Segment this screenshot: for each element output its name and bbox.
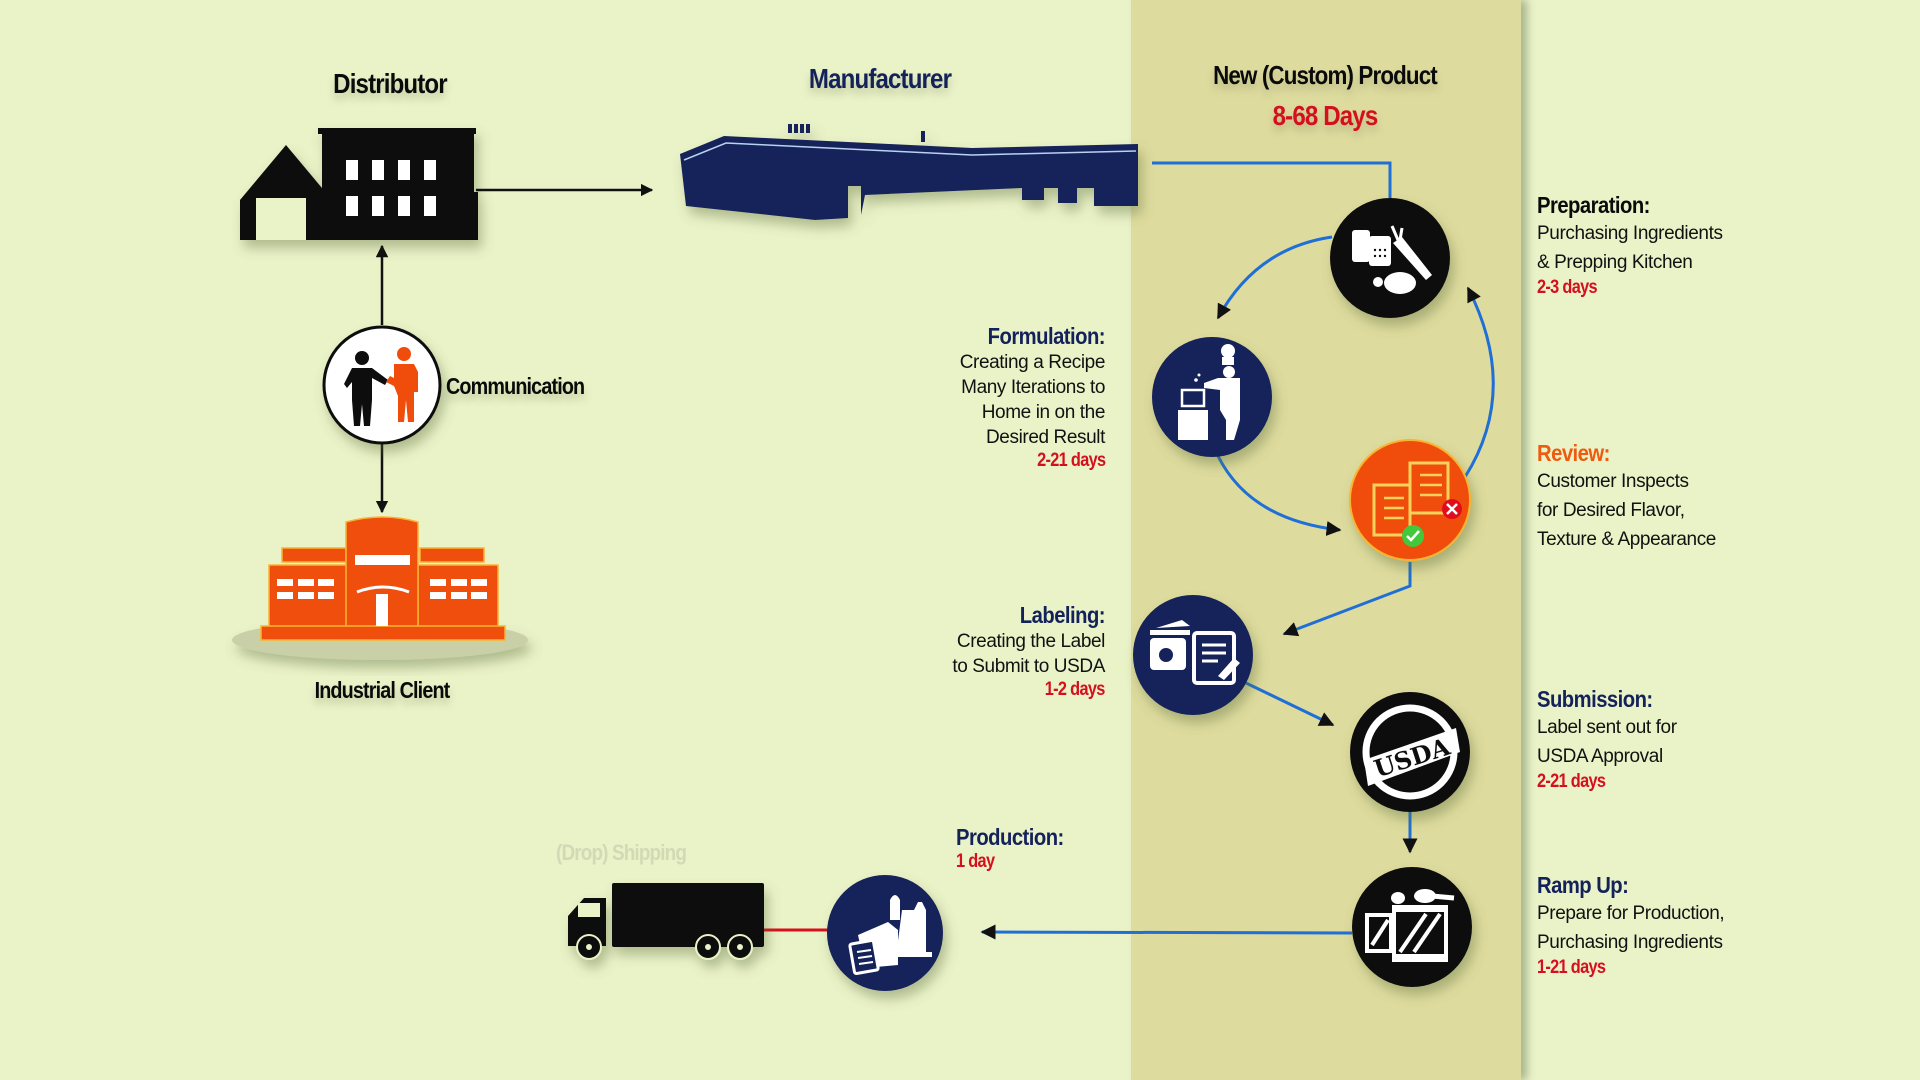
- production-icon: [827, 875, 943, 991]
- usda-stamp-icon: USDA: [1350, 692, 1470, 812]
- ramp-up-title: Ramp Up:: [1537, 872, 1629, 898]
- manufacturer-building-icon: [680, 124, 1138, 220]
- formulation-line-1: Creating a Recipe: [959, 352, 1106, 373]
- labeling-title: Labeling:: [1019, 602, 1106, 628]
- review-line-3: Texture & Appearance: [1537, 529, 1716, 550]
- communication-label: Communication: [446, 373, 585, 399]
- review-title: Review:: [1537, 440, 1610, 466]
- chef-cooking-icon: [1152, 337, 1272, 457]
- production-days: 1 day: [956, 851, 995, 872]
- labeling-line-1: Creating the Label: [956, 631, 1105, 652]
- preparation-step: Preparation: Purchasing Ingredients & Pr…: [1537, 192, 1723, 299]
- formulation-to-review-arrow: [1216, 455, 1342, 536]
- shipping-label: (Drop) Shipping: [556, 840, 687, 865]
- formulation-line-4: Desired Result: [985, 427, 1105, 448]
- crates-icon: [1352, 867, 1472, 987]
- labeling-to-submission-arrow: [1245, 681, 1335, 727]
- formulation-line-3: Home in on the: [981, 402, 1106, 423]
- review-step: Review: Customer Inspects for Desired Fl…: [1537, 440, 1716, 554]
- formulation-title: Formulation:: [987, 323, 1106, 349]
- review-line-1: Customer Inspects: [1537, 471, 1689, 492]
- labeling-step: Labeling: Creating the Label to Submit t…: [905, 602, 1105, 701]
- process-total-days: 8-68 Days: [1272, 100, 1379, 131]
- submission-title: Submission:: [1537, 686, 1653, 712]
- preparation-line-2: & Prepping Kitchen: [1537, 252, 1693, 273]
- production-step: Production: 1 day: [956, 824, 1078, 873]
- ramp-up-line-2: Purchasing Ingredients: [1537, 932, 1723, 953]
- scale-label-icon: [1133, 595, 1253, 715]
- labeling-days: 1-2 days: [1045, 679, 1106, 700]
- review-to-preparation-arrow: [1463, 286, 1495, 478]
- clipboard-review-icon: [1349, 439, 1471, 561]
- handshake-icon: [322, 325, 442, 445]
- manufacturer-to-process-line: [1152, 161, 1392, 198]
- submission-days: 2-21 days: [1537, 771, 1606, 792]
- preparation-to-formulation-arrow: [1216, 235, 1333, 320]
- preparation-days: 2-3 days: [1537, 277, 1598, 298]
- truck-icon: [568, 883, 764, 960]
- production-title: Production:: [956, 824, 1064, 850]
- submission-line-2: USDA Approval: [1537, 746, 1663, 767]
- industrial-client-building-icon: [232, 516, 528, 660]
- review-to-labeling-arrow: [1282, 562, 1412, 637]
- review-line-2: for Desired Flavor,: [1537, 500, 1685, 521]
- ramp-up-line-1: Prepare for Production,: [1537, 903, 1725, 924]
- submission-line-1: Label sent out for: [1537, 717, 1677, 738]
- process-title: New (Custom) Product: [1213, 60, 1438, 90]
- formulation-days: 2-21 days: [1036, 450, 1106, 471]
- ramp-up-days: 1-21 days: [1537, 957, 1606, 978]
- formulation-line-2: Many Iterations to: [961, 377, 1105, 398]
- distributor-label: Distributor: [333, 68, 447, 99]
- ingredients-icon: [1330, 198, 1450, 318]
- submission-step: Submission: Label sent out for USDA Appr…: [1537, 686, 1677, 793]
- manufacturer-label: Manufacturer: [808, 63, 952, 94]
- distributor-building-icon: [240, 128, 478, 240]
- preparation-title: Preparation:: [1537, 192, 1650, 218]
- industrial-client-label: Industrial Client: [314, 677, 451, 703]
- rampup-to-production-arrow: [980, 924, 1353, 940]
- preparation-line-1: Purchasing Ingredients: [1537, 223, 1723, 244]
- formulation-step: Formulation: Creating a Recipe Many Iter…: [905, 323, 1106, 472]
- ramp-up-step: Ramp Up: Prepare for Production, Purchas…: [1537, 872, 1725, 979]
- labeling-line-2: to Submit to USDA: [952, 656, 1105, 677]
